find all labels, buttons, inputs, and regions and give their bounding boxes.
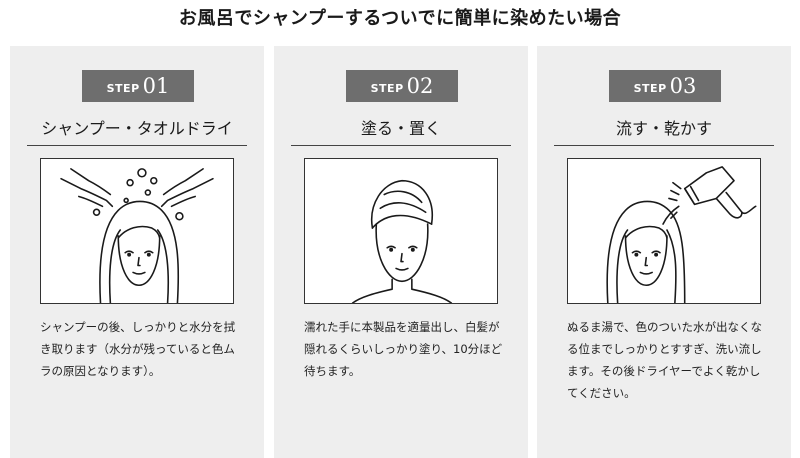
step-title: 塗る・置く [360,119,441,138]
step-description: シャンプーの後、しっかりと水分を拭き取ります（水分が残っていると色ムラの原因とな… [40,320,236,378]
towel-wrap-illustration [304,158,498,304]
divider [291,145,511,146]
step-description: ぬるま湯で、色のついた水が出なくなる位までしっかりとすすぎ、洗い流します。その後… [567,320,763,400]
page-title: お風呂でシャンプーするついでに簡単に染めたい場合 [178,8,622,29]
step-title: シャンプー・タオルドライ [41,119,233,138]
step-label: STEP [633,82,667,95]
divider [27,145,247,146]
divider [554,145,774,146]
step-number: 02 [406,74,434,98]
step-label: STEP [106,82,140,95]
step-description: 濡れた手に本製品を適量出し、白髪が隠れるくらいしっかり塗り、10分ほど待ちます。 [304,320,503,378]
step-number: 01 [142,74,170,98]
shampoo-hands-illustration [40,158,234,304]
step-number: 03 [669,74,697,98]
step-title: 流す・乾かす [615,119,712,138]
hair-dryer-illustration [567,158,761,304]
step-label: STEP [370,82,404,95]
